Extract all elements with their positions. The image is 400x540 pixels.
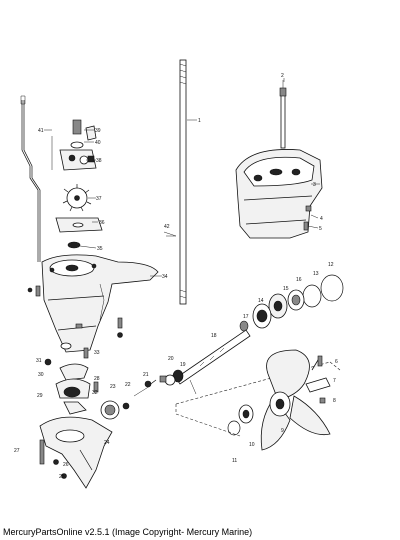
- callout-20: 20: [168, 356, 174, 362]
- callout-5: 5: [319, 226, 322, 232]
- callout-12: 12: [328, 262, 334, 268]
- callout-22: 22: [125, 382, 131, 388]
- water-pump-assembly: [51, 119, 103, 249]
- callout-10: 10: [249, 442, 255, 448]
- callout-2: 2: [281, 73, 284, 79]
- callout-4: 4: [320, 216, 323, 222]
- callout-33: 33: [94, 350, 100, 356]
- propeller-shaft-group: [144, 274, 344, 395]
- callout-8: 8: [333, 398, 336, 404]
- callout-35: 35: [97, 246, 103, 252]
- shift-rod: [20, 95, 41, 262]
- callout-34: 34: [162, 274, 168, 280]
- callout-28: 28: [94, 376, 100, 382]
- exploded-parts-diagram: 1 2 3 4 5 6 7 8 9 10 11 12 13 14 15 16 1…: [14, 59, 344, 489]
- fasteners-left: [27, 285, 123, 479]
- callout-1: 1: [198, 118, 201, 124]
- leader-lines: [44, 78, 320, 277]
- gear-housing-lower: [39, 363, 113, 489]
- stud: [279, 80, 287, 149]
- callout-41: 41: [38, 128, 44, 134]
- callout-38: 38: [96, 158, 102, 164]
- callout-31: 31: [36, 358, 42, 364]
- callout-30: 30: [38, 372, 44, 378]
- callout-21: 21: [143, 372, 149, 378]
- callout-labels: 1 2 3 4 5 6 7 8 9 10 11 12 13 14 15 16 1…: [14, 73, 338, 480]
- callout-32: 32: [92, 390, 98, 396]
- callout-23: 23: [110, 384, 116, 390]
- callout-9: 9: [281, 428, 284, 434]
- callout-18: 18: [211, 333, 217, 339]
- callout-14: 14: [258, 298, 264, 304]
- callout-40: 40: [95, 140, 101, 146]
- pinion-gear-group: [100, 379, 157, 420]
- callout-24: 24: [104, 440, 110, 446]
- callout-39: 39: [95, 128, 101, 134]
- callout-26: 26: [63, 462, 69, 468]
- gear-housing-upper: [41, 254, 159, 353]
- drive-shaft: [163, 59, 187, 305]
- callout-42: 42: [164, 224, 170, 230]
- callout-7: 7: [333, 378, 336, 384]
- assembly-axis: [175, 361, 341, 437]
- callout-36: 36: [99, 220, 105, 226]
- callout-16: 16: [296, 277, 302, 283]
- callout-3: 3: [313, 182, 316, 188]
- exhaust-housing: [235, 149, 323, 239]
- callout-19: 19: [180, 362, 186, 368]
- callout-37: 37: [96, 196, 102, 202]
- callout-6: 6: [335, 359, 338, 365]
- propeller-hardware: [227, 355, 331, 436]
- callout-29: 29: [37, 393, 43, 399]
- callout-11: 11: [232, 458, 237, 464]
- callout-13: 13: [313, 271, 319, 277]
- propeller: [260, 349, 331, 451]
- callout-15: 15: [283, 286, 289, 292]
- callout-27: 27: [14, 448, 20, 454]
- callout-25: 25: [59, 474, 65, 480]
- callout-17: 17: [243, 314, 249, 320]
- image-copyright-caption: MercuryPartsOnline v2.5.1 (Image Copyrig…: [3, 527, 253, 537]
